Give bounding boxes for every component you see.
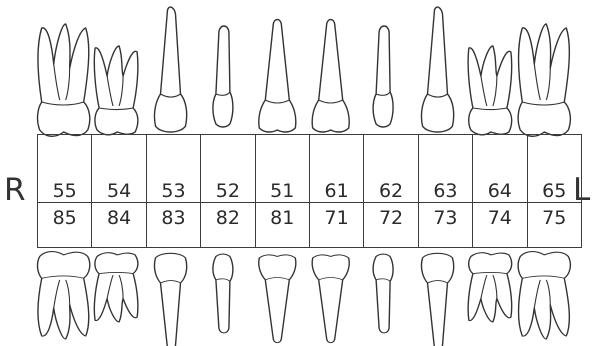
upper-tooth-central (312, 20, 349, 133)
lower-tooth-number: 75 (528, 203, 581, 229)
lower-tooth-number: 72 (364, 203, 417, 229)
lower-tooth-number: 71 (310, 203, 363, 229)
upper-tooth-number: 63 (419, 153, 472, 203)
lower-tooth-lateral (373, 254, 393, 333)
upper-tooth-canine (421, 7, 453, 132)
lower-tooth-central (312, 255, 349, 343)
lower-tooth-number: 82 (201, 203, 254, 229)
upper-tooth-number: 54 (92, 153, 145, 203)
upper-tooth-canine (154, 7, 186, 132)
lower-tooth-molar2 (518, 252, 570, 340)
lower-tooth-number: 83 (147, 203, 200, 229)
upper-tooth-number: 62 (364, 153, 417, 203)
upper-tooth-lateral (373, 26, 393, 127)
upper-teeth-row (38, 7, 571, 136)
upper-tooth-molar2 (38, 24, 90, 136)
upper-tooth-number: 65 (528, 153, 581, 203)
upper-tooth-molar1 (468, 46, 512, 135)
upper-tooth-number: 52 (201, 153, 254, 203)
upper-tooth-number: 61 (310, 153, 363, 203)
lower-tooth-number: 84 (92, 203, 145, 229)
lower-tooth-central (259, 255, 296, 343)
lower-tooth-molar1 (94, 253, 138, 322)
upper-tooth-molar1 (94, 46, 138, 135)
lower-tooth-canine (421, 253, 453, 346)
upper-tooth-number: 51 (256, 153, 309, 203)
lower-tooth-lateral (213, 254, 233, 333)
lower-tooth-molar1 (468, 253, 512, 322)
upper-tooth-number: 64 (473, 153, 526, 203)
lower-tooth-number: 74 (473, 203, 526, 229)
lower-tooth-number: 85 (38, 203, 91, 229)
lower-teeth-row (38, 252, 571, 346)
upper-tooth-molar2 (518, 24, 570, 136)
upper-tooth-lateral (213, 26, 233, 127)
lower-tooth-molar2 (38, 252, 90, 340)
upper-tooth-central (259, 20, 296, 133)
lower-tooth-canine (154, 253, 186, 346)
upper-tooth-number: 55 (38, 153, 91, 203)
lower-tooth-number: 81 (256, 203, 309, 229)
upper-tooth-number: 53 (147, 153, 200, 203)
lower-tooth-number: 73 (419, 203, 472, 229)
